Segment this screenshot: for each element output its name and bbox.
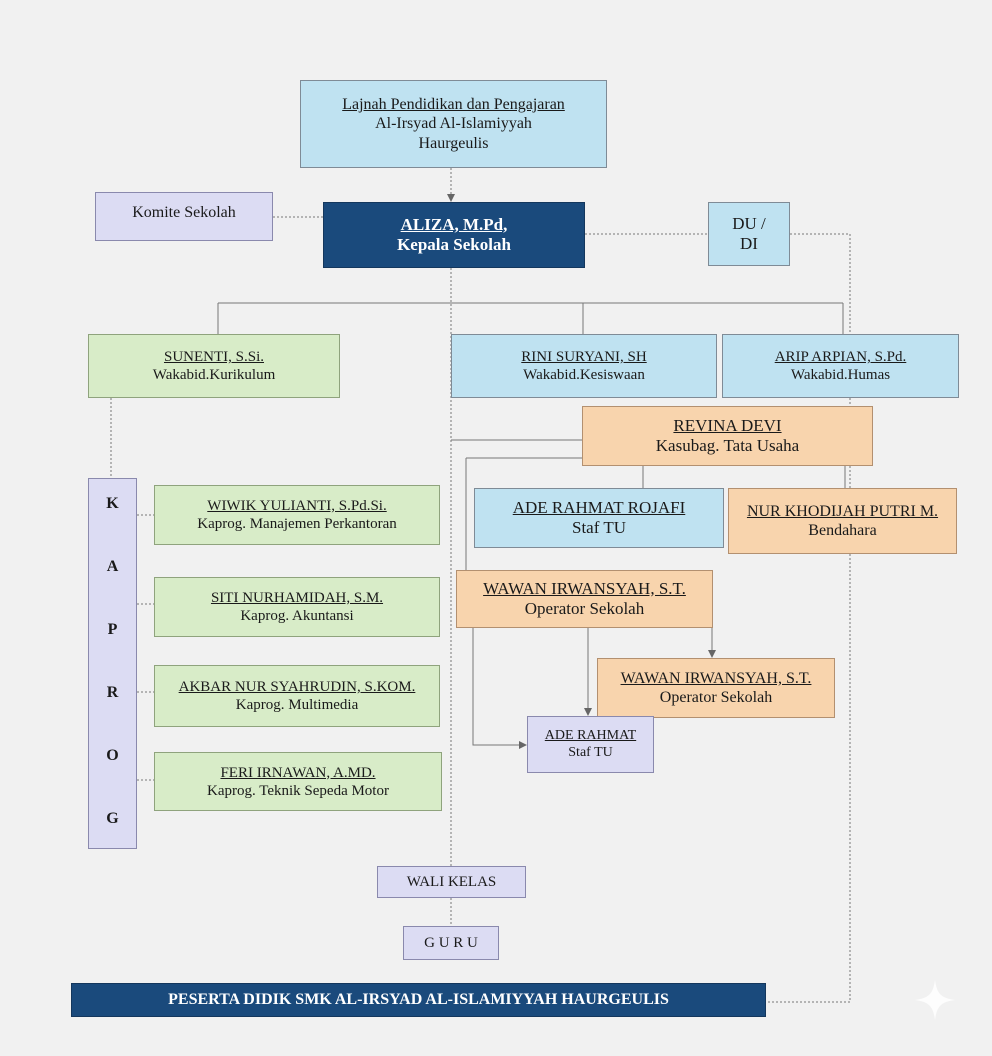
kaprog-item-title: Kaprog. Multimedia xyxy=(235,697,359,713)
kesiswaan-title: Wakabid.Kesiswaan xyxy=(523,367,645,383)
operator2-name: WAWAN IRWANSYAH, S.T. xyxy=(620,669,812,687)
lajnah-box: Lajnah Pendidikan dan Pengajaran Al-Irsy… xyxy=(300,80,607,168)
komite-box: Komite Sekolah xyxy=(95,192,273,241)
operator2-title: Operator Sekolah xyxy=(659,689,773,706)
kaprog-letter: G xyxy=(106,810,119,827)
dudi-box: DU / DI xyxy=(708,202,790,266)
kaprog-letter: A xyxy=(106,558,119,575)
guru-box: G U R U xyxy=(403,926,499,960)
kaprog-item: AKBAR NUR SYAHRUDIN, S.KOM. Kaprog. Mult… xyxy=(154,665,440,727)
tatausaha-title: Kasubag. Tata Usaha xyxy=(655,436,800,455)
bendahara-name: NUR KHODIJAH PUTRI M. xyxy=(746,502,939,520)
kaprog-item-title: Kaprog. Akuntansi xyxy=(240,608,354,624)
kaprog-letter: R xyxy=(106,684,119,701)
peserta-bar: PESERTA DIDIK SMK AL-IRSYAD AL-ISLAMIYYA… xyxy=(71,983,766,1017)
sparkle-icon xyxy=(915,980,955,1020)
staftu-box: ADE RAHMAT ROJAFI Staf TU xyxy=(474,488,724,548)
kaprog-box: K A P R O G xyxy=(88,478,137,849)
kaprog-item-name: FERI IRNAWAN, A.MD. xyxy=(220,764,376,781)
operator2-box: WAWAN IRWANSYAH, S.T. Operator Sekolah xyxy=(597,658,835,718)
operator1-name: WAWAN IRWANSYAH, S.T. xyxy=(483,578,686,598)
tatausaha-name: REVINA DEVI xyxy=(673,415,782,435)
staftu2-title: Staf TU xyxy=(568,744,613,760)
peserta-label: PESERTA DIDIK SMK AL-IRSYAD AL-ISLAMIYYA… xyxy=(168,991,669,1009)
kaprog-item-name: SITI NURHAMIDAH, S.M. xyxy=(210,590,384,606)
dudi-line1: DU / xyxy=(732,213,766,233)
kepala-box: ALIZA, M.Pd, Kepala Sekolah xyxy=(323,202,585,268)
bendahara-title: Bendahara xyxy=(808,522,877,539)
lajnah-line1: Lajnah Pendidikan dan Pengajaran xyxy=(342,96,565,114)
kaprog-item: WIWIK YULIANTI, S.Pd.Si. Kaprog. Manajem… xyxy=(154,485,440,545)
guru-label: G U R U xyxy=(424,935,478,951)
kaprog-item: SITI NURHAMIDAH, S.M. Kaprog. Akuntansi xyxy=(154,577,440,637)
kaprog-item: FERI IRNAWAN, A.MD. Kaprog. Teknik Seped… xyxy=(154,752,442,811)
kurikulum-title: Wakabid.Kurikulum xyxy=(152,367,276,383)
kurikulum-box: SUNENTI, S.Si. Wakabid.Kurikulum xyxy=(88,334,340,398)
lajnah-line3: Haurgeulis xyxy=(418,134,489,152)
kepala-name: ALIZA, M.Pd, xyxy=(400,214,508,234)
humas-box: ARIP ARPIAN, S.Pd. Wakabid.Humas xyxy=(722,334,959,398)
operator1-title: Operator Sekolah xyxy=(524,599,645,618)
staftu-title: Staf TU xyxy=(572,518,626,537)
operator1-box: WAWAN IRWANSYAH, S.T. Operator Sekolah xyxy=(456,570,713,628)
staftu2-name: ADE RAHMAT xyxy=(544,727,637,743)
kaprog-item-name: AKBAR NUR SYAHRUDIN, S.KOM. xyxy=(178,679,416,695)
walikelas-box: WALI KELAS xyxy=(377,866,526,898)
kurikulum-name: SUNENTI, S.Si. xyxy=(163,349,264,365)
walikelas-label: WALI KELAS xyxy=(406,874,497,890)
kaprog-item-title: Kaprog. Manajemen Perkantoran xyxy=(197,516,397,532)
dudi-line2: DI xyxy=(740,234,758,253)
tatausaha-box: REVINA DEVI Kasubag. Tata Usaha xyxy=(582,406,873,466)
kepala-title: Kepala Sekolah xyxy=(397,235,511,254)
kaprog-letter: P xyxy=(107,621,118,638)
staftu2-box: ADE RAHMAT Staf TU xyxy=(527,716,654,773)
kesiswaan-box: RINI SURYANI, SH Wakabid.Kesiswaan xyxy=(451,334,717,398)
lajnah-line2: Al-Irsyad Al-Islamiyyah xyxy=(375,115,532,133)
kesiswaan-name: RINI SURYANI, SH xyxy=(521,349,647,365)
komite-label: Komite Sekolah xyxy=(132,204,236,221)
kaprog-item-name: WIWIK YULIANTI, S.Pd.Si. xyxy=(207,498,387,514)
kaprog-letter: K xyxy=(106,495,119,512)
kaprog-letter: O xyxy=(106,747,119,764)
bendahara-box: NUR KHODIJAH PUTRI M. Bendahara xyxy=(728,488,957,554)
staftu-name: ADE RAHMAT ROJAFI xyxy=(512,497,686,517)
kaprog-item-title: Kaprog. Teknik Sepeda Motor xyxy=(207,782,389,799)
humas-name: ARIP ARPIAN, S.Pd. xyxy=(774,349,907,365)
humas-title: Wakabid.Humas xyxy=(790,367,891,383)
